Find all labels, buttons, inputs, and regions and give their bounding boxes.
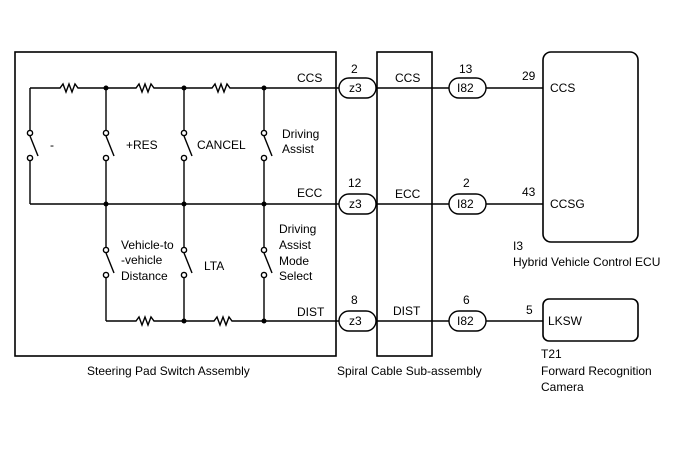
pin-z3-ecc: 12	[348, 176, 362, 190]
connector-i82-ecc	[448, 193, 487, 215]
pin-i82-ccs: 13	[459, 62, 473, 76]
terminal-label-dist: DIST	[297, 305, 325, 319]
spiral-cable-title: Spiral Cable Sub-assembly	[337, 364, 482, 378]
switch-label-mode-select-1: Driving	[279, 222, 316, 236]
spiral-signal-ccs: CCS	[395, 71, 420, 85]
switch-label-mode-select-4: Select	[279, 269, 313, 283]
pin-z3-ccs: 2	[351, 62, 358, 76]
switch-lta	[180, 204, 193, 321]
camera-code: T21	[541, 347, 562, 361]
connector-z3-label: z3	[349, 197, 362, 211]
switch-label-minus: -	[50, 138, 54, 152]
connector-z3-dist	[338, 310, 377, 332]
connector-z3-ccs	[338, 77, 377, 99]
ecu-code: I3	[513, 239, 523, 253]
switch-label-mode-select-2: Assist	[279, 238, 312, 252]
switch-label-distance-1: Vehicle-to	[121, 238, 174, 252]
pin-ecu-ccsg: 43	[522, 185, 536, 199]
switch-distance	[102, 204, 115, 321]
ecu-terminal-ccsg: CCSG	[550, 197, 585, 211]
connector-i82-label: I82	[457, 81, 474, 95]
pin-camera-lksw: 5	[526, 303, 533, 317]
switch-driving-assist	[260, 88, 273, 204]
pin-ecu-ccs: 29	[522, 69, 536, 83]
switch-label-driving-assist-2: Assist	[282, 142, 315, 156]
terminal-label-ecc: ECC	[297, 186, 323, 200]
dist-resistor-ladder	[106, 315, 346, 327]
camera-name-1: Forward Recognition	[541, 364, 652, 378]
connector-z3-ecc	[338, 193, 377, 215]
ccs-resistor-ladder	[30, 82, 346, 94]
camera-box	[542, 298, 639, 342]
connector-z3-label: z3	[349, 81, 362, 95]
spiral-signal-dist: DIST	[393, 304, 421, 318]
camera-terminal-lksw: LKSW	[548, 314, 583, 328]
connector-i82-label: I82	[457, 197, 474, 211]
connector-z3-label: z3	[349, 314, 362, 328]
ecu-terminal-ccs: CCS	[550, 81, 575, 95]
terminal-label-ccs: CCS	[297, 71, 322, 85]
pin-z3-dist: 8	[351, 293, 358, 307]
switch-cancel	[180, 88, 193, 204]
switch-res	[102, 88, 115, 204]
switch-label-mode-select-3: Mode	[279, 254, 309, 268]
ecu-box	[542, 51, 639, 243]
pin-i82-dist: 6	[463, 293, 470, 307]
spiral-signal-ecc: ECC	[395, 187, 421, 201]
switch-mode-select	[260, 204, 273, 321]
switch-label-lta: LTA	[204, 259, 224, 273]
switch-minus	[26, 88, 39, 204]
ecu-name: Hybrid Vehicle Control ECU	[513, 255, 660, 269]
camera-name-2: Camera	[541, 380, 584, 394]
switch-label-distance-3: Distance	[121, 269, 168, 283]
steering-pad-title: Steering Pad Switch Assembly	[87, 364, 250, 378]
connector-i82-ccs	[448, 77, 487, 99]
switch-label-distance-2: -vehicle	[121, 253, 163, 267]
pin-i82-ecc: 2	[463, 176, 470, 190]
switch-label-driving-assist-1: Driving	[282, 127, 319, 141]
connector-i82-label: I82	[457, 314, 474, 328]
switch-label-cancel: CANCEL	[197, 138, 246, 152]
switch-label-res: +RES	[126, 138, 158, 152]
connector-i82-dist	[448, 310, 487, 332]
